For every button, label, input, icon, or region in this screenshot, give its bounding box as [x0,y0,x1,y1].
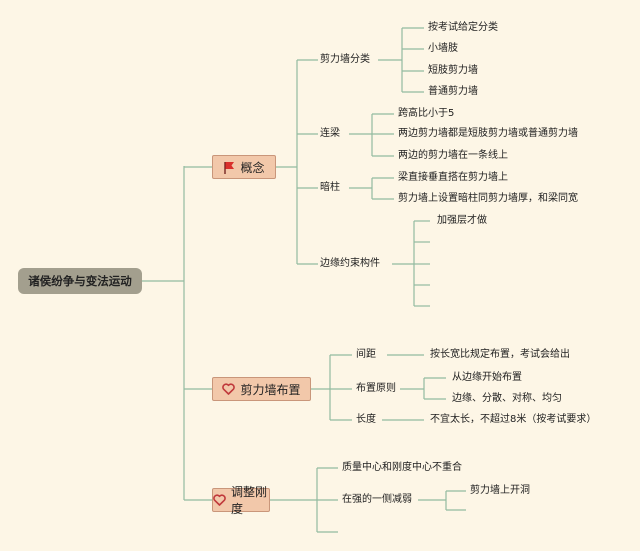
topic-concept-label: 概念 [240,160,265,175]
leaf-shear-wall-type[interactable]: 小墙肢 [428,43,458,54]
topic-layout[interactable]: 剪力墙布置 [212,377,311,401]
topic-stiffness-label: 调整刚度 [231,485,268,516]
leaf-principle[interactable]: 边缘、分散、对称、均匀 [452,393,562,404]
leaf-hidden-column[interactable]: 剪力墙上设置暗柱同剪力墙厚，和梁同宽 [398,193,578,204]
node-weaken[interactable]: 在强的一侧减弱 [342,494,412,505]
leaf-shear-wall-type[interactable]: 短肢剪力墙 [428,65,478,76]
node-length[interactable]: 长度 [356,414,376,425]
leaf-weaken[interactable]: 剪力墙上开洞 [470,485,530,496]
heart-icon [222,383,236,395]
root-topic[interactable]: 诸侯纷争与变法运动 [18,268,142,294]
leaf-hidden-column[interactable]: 梁直接垂直搭在剪力墙上 [398,172,508,183]
red-flag-icon [223,161,235,174]
node-coupling-beam[interactable]: 连梁 [320,128,340,139]
topic-concept[interactable]: 概念 [212,155,276,179]
topic-layout-label: 剪力墙布置 [240,382,301,397]
node-hidden-column[interactable]: 暗柱 [320,182,340,193]
topic-stiffness[interactable]: 调整刚度 [212,485,270,516]
node-mass-center[interactable]: 质量中心和刚度中心不重合 [342,462,462,473]
leaf-spacing-detail[interactable]: 按长宽比规定布置，考试会给出 [430,349,570,360]
leaf-principle[interactable]: 从边缘开始布置 [452,372,522,383]
leaf-shear-wall-type[interactable]: 普通剪力墙 [428,86,478,97]
leaf-length-detail[interactable]: 不宜太长，不超过8米（按考试要求） [430,414,597,425]
leaf-coupling-beam[interactable]: 两边的剪力墙在一条线上 [398,150,508,161]
node-edge-member[interactable]: 边缘约束构件 [320,258,380,269]
node-shear-wall-types[interactable]: 剪力墙分类 [320,54,370,65]
leaf-shear-wall-type[interactable]: 按考试给定分类 [428,22,498,33]
node-spacing[interactable]: 间距 [356,349,376,360]
leaf-coupling-beam[interactable]: 两边剪力墙都是短肢剪力墙或普通剪力墙 [398,128,578,139]
heart-icon [213,494,226,506]
node-principle[interactable]: 布置原则 [356,383,396,394]
leaf-coupling-beam[interactable]: 跨高比小于5 [398,108,455,119]
leaf-edge-member[interactable]: 加强层才做 [437,215,487,226]
